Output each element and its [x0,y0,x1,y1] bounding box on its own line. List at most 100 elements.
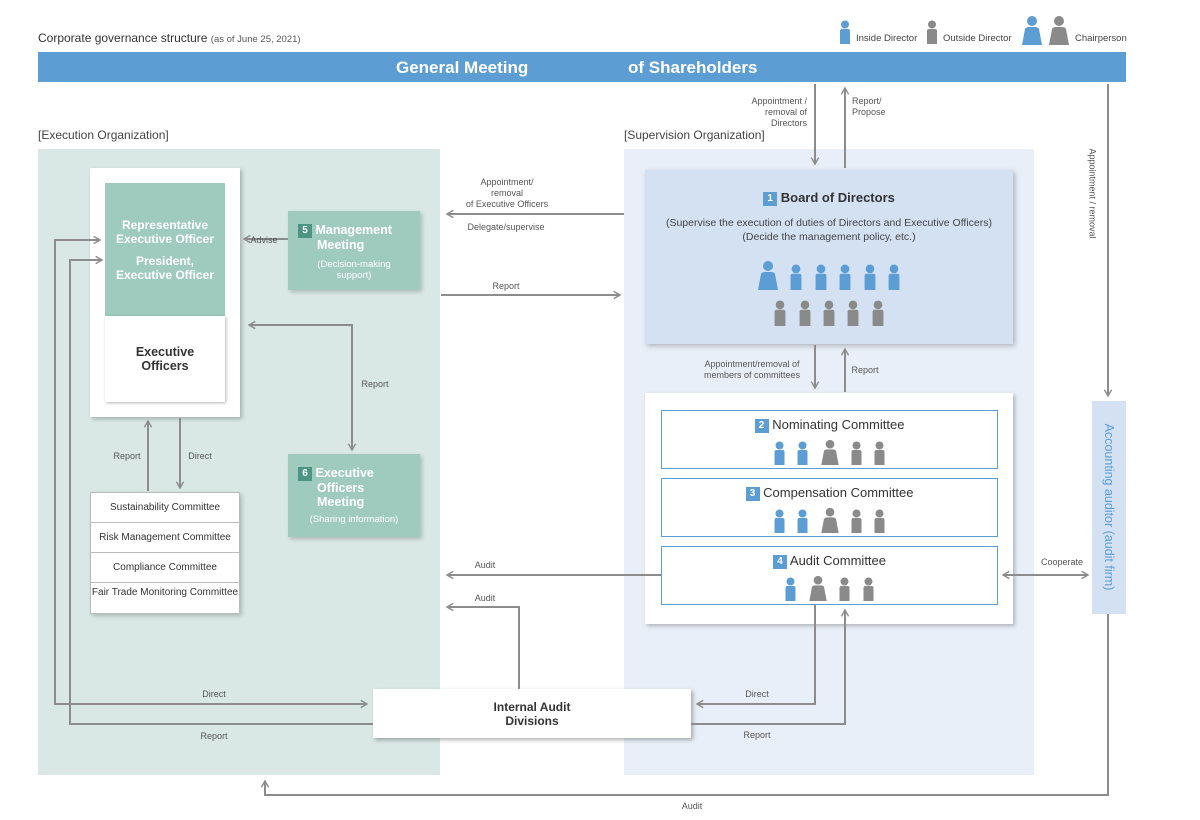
outside-director-icon [848,300,859,326]
arrow-audit-2 [445,602,520,689]
outside-director-icon [851,441,862,465]
mgmt-num: 5 [298,224,312,238]
chairperson-icon [809,575,827,601]
inside-director-icon [774,441,785,465]
label-appt-exec-3: of Executive Officers [465,199,549,209]
label-appointment-removal-auditor: Appointment / removal [1087,148,1098,239]
compensation-title: Compensation Committee [763,485,914,500]
label-cooperate: Cooperate [1040,557,1084,567]
label-report-propose-1: Report/ [852,96,882,106]
label-audit-1: Audit [474,560,496,570]
label-report-eo: Report [113,451,141,461]
compensation-committee-box: 3 Compensation Committee [661,478,998,537]
label-audit-2: Audit [474,593,496,603]
label-appointment-members: Appointment/removal of members of commit… [692,359,812,381]
label-direct-eo: Direct [188,451,212,461]
arrow-direct-ia-left [54,235,369,709]
board-of-directors-box: 1 Board of Directors (Supervise the exec… [645,170,1013,344]
label-appt-exec-2: removal [490,188,523,198]
audit-title: Audit Committee [789,553,886,568]
chairperson-icon [820,507,839,533]
outside-director-icon [874,441,885,465]
label-report-ia-right: Report [743,730,771,740]
label-delegate-supervise: Delegate/supervise [467,222,545,232]
outside-director-icon [851,509,862,533]
outside-director-icon [799,300,810,326]
outside-director-icon [774,300,786,326]
internal-audit-divisions-box: Internal Audit Divisions [373,689,691,738]
audit-committee-box: 4 Audit Committee [661,546,998,605]
inside-director-icon [774,509,785,533]
nominating-num: 2 [754,419,769,433]
legend-chair-icon [1020,15,1074,50]
page-title: Corporate governance structure (as of Ju… [38,31,301,45]
label-appointment-directors-2: removal of Directors [764,107,807,128]
legend-inside-label: Inside Director [856,33,918,44]
label-direct-ia-right: Direct [745,689,769,699]
label-direct-ia-left: Direct [202,689,226,699]
audit-num: 4 [773,555,787,569]
label-appt-exec-1: Appointment/ [480,177,534,187]
banner-text-right: of Shareholders [628,58,758,77]
inside-director-icon [888,264,900,290]
nominating-committee-box: 2 Nominating Committee [661,410,998,469]
compensation-members [662,507,997,533]
arrow-report-ia-left [69,255,373,725]
outside-director-icon [839,577,850,601]
outside-director-icon [823,300,835,326]
inside-director-icon [797,509,808,533]
banner-text-left: General Meeting [396,58,529,77]
board-inside-directors [645,260,1013,290]
outside-director-icon [872,300,884,326]
inside-director-icon [797,441,808,465]
legend-outside-label: Outside Director [943,33,1012,44]
label-audit-bottom: Audit [681,801,703,811]
inside-director-icon [815,264,827,290]
label-advise: Advise [250,235,278,245]
internal-audit-line2: Divisions [505,714,559,728]
arrow-report-ia-right [691,608,850,725]
label-report-committees: Report [851,365,879,375]
arrow-report-eom [247,320,357,452]
inside-director-icon [839,264,851,290]
label-report-board: Report [492,281,520,291]
board-desc2: (Decide the management policy, etc.) [742,231,916,243]
inside-director-icon [785,577,796,601]
label-appt-members-1: Appointment/removal of [704,359,800,369]
title-date: (as of June 25, 2021) [210,34,301,45]
label-report-propose-2: Propose [852,107,886,117]
mgmt-line1: Management [315,223,392,237]
inside-director-icon [864,264,876,290]
arrow-audit-bottom [260,614,1109,796]
label-appointment-directors: Appointment / removal of Directors [727,96,807,129]
outside-director-icon [863,577,874,601]
legend-chair-label: Chairperson [1075,33,1127,44]
label-appt-members-2: members of committees [703,370,801,380]
accounting-auditor-box: Accounting auditor (audit firm) [1092,401,1126,614]
inside-director-icon [790,264,802,290]
label-report-eom: Report [361,379,389,389]
rep-line1: Representative [121,218,209,232]
chairperson-icon [757,261,778,290]
label-report-ia-left: Report [200,731,228,741]
chairperson-icon [820,439,839,465]
board-outside-directors [645,300,1013,326]
nominating-title: Nominating Committee [772,417,905,432]
outside-director-icon [874,509,885,533]
arrow-direct-ia-right [695,604,816,709]
title-main: Corporate governance structure [38,31,208,45]
compensation-num: 3 [745,487,760,501]
label-appointment-directors-1: Appointment / [751,96,807,106]
supervision-org-label: [Supervision Organization] [624,128,765,142]
label-report-propose: Report/ Propose [852,96,886,118]
board-desc1: (Supervise the execution of duties of Di… [665,217,993,229]
legend-outside-icon [925,20,939,49]
board-title: Board of Directors [780,190,895,205]
legend-inside-icon [838,20,852,49]
execution-org-label: [Execution Organization] [38,128,169,142]
board-num: 1 [763,192,778,206]
audit-members [662,575,997,601]
nominating-members [662,439,997,465]
label-appointment-exec: Appointment/ removal of Executive Office… [462,177,552,210]
